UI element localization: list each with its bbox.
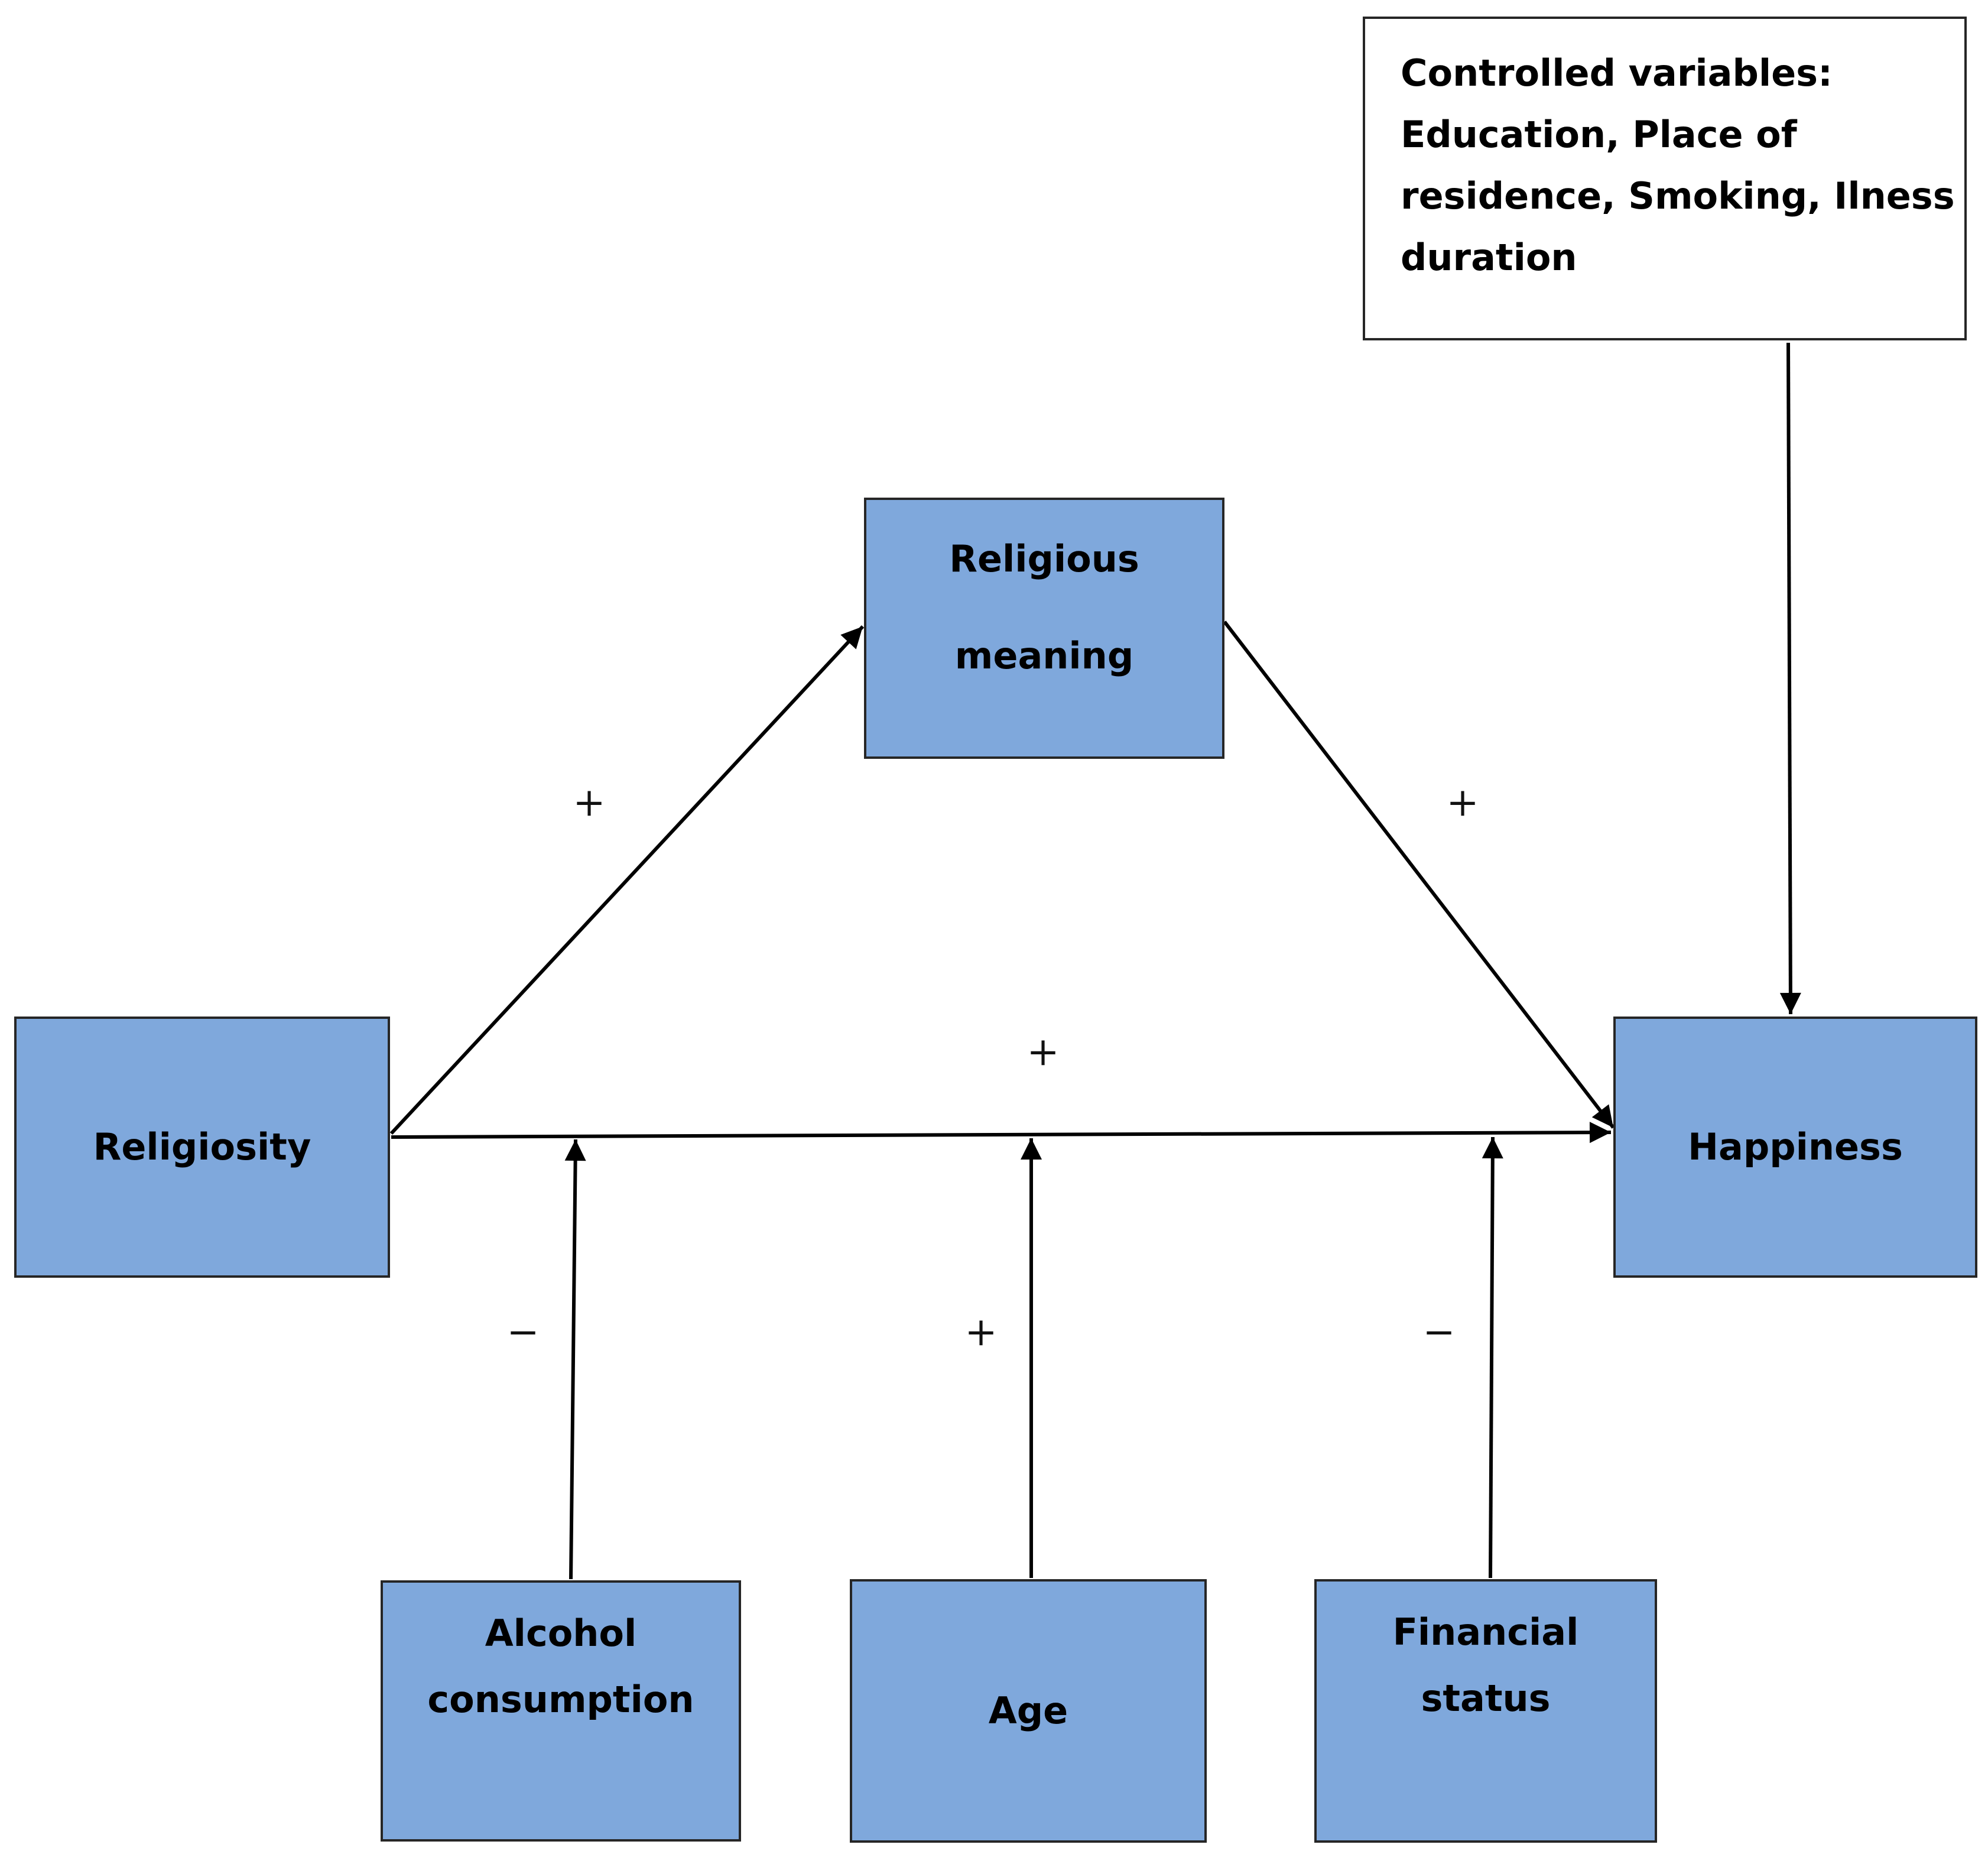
alcohol-consumption-box: Alcohol consumption	[381, 1580, 741, 1842]
arrow-religious-meaning-to-happiness	[1223, 621, 1615, 1129]
controlled-variables-line-2: Education, Place of	[1401, 113, 1797, 156]
edge-sign-alcohol-moderation: −	[506, 1309, 540, 1355]
controlled-variables-line-1: Controlled variables:	[1401, 51, 1833, 95]
financial-label-line-1: Financial	[1392, 1610, 1579, 1654]
edge-sign-religiosity-to-happiness: +	[1027, 1029, 1060, 1074]
edge-sign-meaning-to-happiness: +	[1446, 780, 1479, 825]
controlled-variables-box: Controlled variables: Education, Place o…	[1363, 17, 1967, 340]
age-box: Age	[850, 1579, 1207, 1843]
controlled-variables-line-4: duration	[1401, 236, 1577, 279]
happiness-label: Happiness	[1688, 1125, 1903, 1168]
financial-status-box: Financial status	[1314, 1579, 1657, 1843]
age-label: Age	[988, 1689, 1068, 1732]
financial-label-line-2: status	[1421, 1677, 1551, 1720]
alcohol-label-line-1: Alcohol	[485, 1612, 637, 1655]
arrow-alcohol-to-path	[564, 1139, 586, 1580]
alcohol-label-line-2: consumption	[427, 1678, 694, 1721]
arrow-financial-to-path	[1482, 1136, 1503, 1579]
edge-sign-financial-moderation: −	[1422, 1309, 1456, 1355]
arrow-religiosity-to-religious-meaning	[389, 625, 865, 1135]
arrow-religiosity-to-happiness	[391, 1122, 1612, 1144]
edge-sign-religiosity-to-meaning: +	[573, 780, 606, 825]
arrow-controlled-to-happiness	[1779, 342, 1801, 1015]
religious-meaning-label-line-1: Religious	[949, 537, 1139, 580]
religious-meaning-label-line-2: meaning	[954, 634, 1134, 677]
edge-sign-age-moderation: +	[964, 1309, 998, 1355]
controlled-variables-line-3: residence, Smoking, Ilness	[1401, 174, 1955, 217]
religiosity-box: Religiosity	[14, 1017, 390, 1278]
religiosity-label: Religiosity	[93, 1125, 311, 1168]
religious-meaning-box: Religious meaning	[864, 498, 1224, 759]
happiness-box: Happiness	[1613, 1017, 1977, 1278]
